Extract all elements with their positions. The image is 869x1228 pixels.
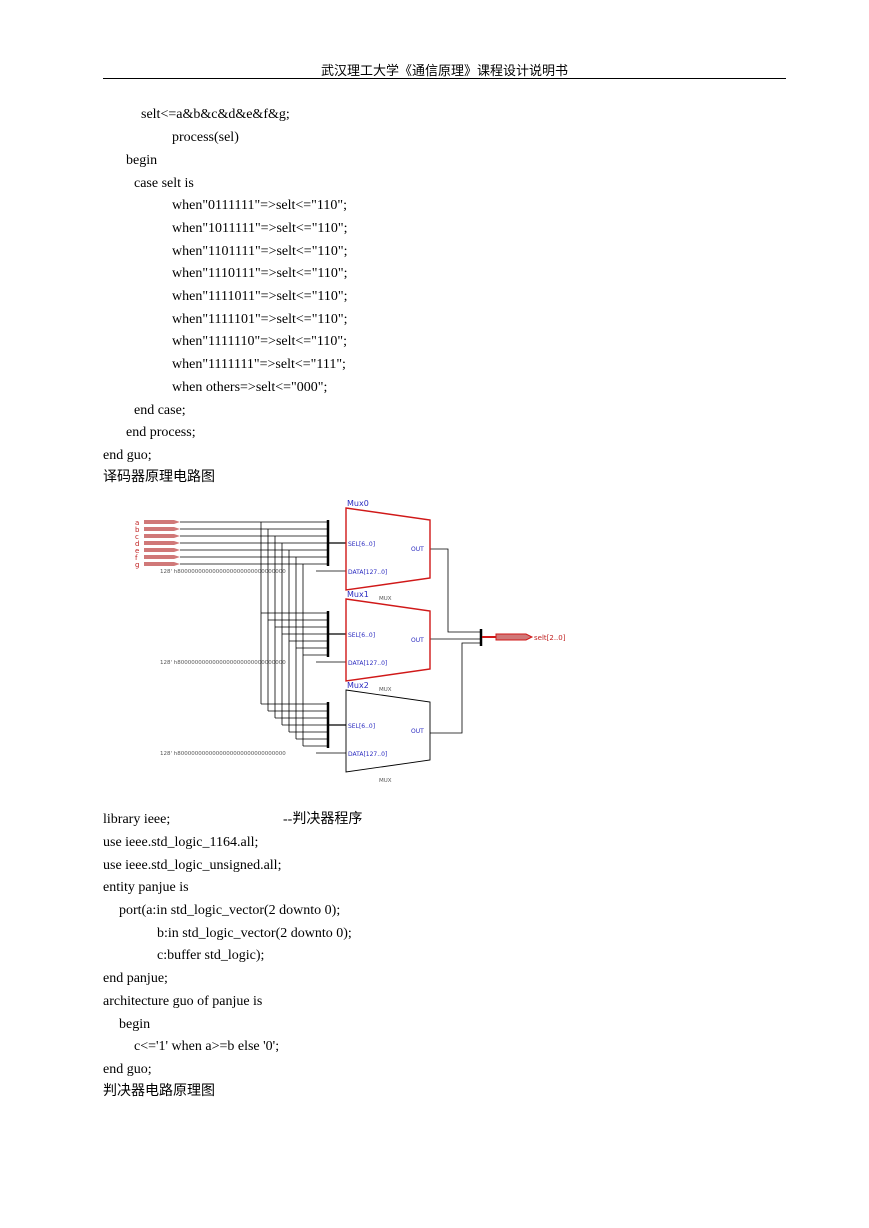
input-label-g: g — [135, 561, 139, 569]
input-label-a: a — [135, 519, 139, 527]
mux0-name: Mux0 — [347, 499, 369, 508]
code-line: c<='1' when a>=b else '0'; — [134, 1039, 280, 1054]
code-line: begin — [119, 1017, 151, 1032]
decoder-schematic: a b c d e f g — [130, 496, 590, 786]
mux2-block: Mux2 SEL[6..0] DATA[127..0] OUT MUX 128'… — [160, 681, 431, 784]
mux0-block: Mux0 SEL[6..0] DATA[127..0] OUT MUX 128'… — [160, 499, 431, 602]
input-pin-f: f — [135, 554, 180, 562]
code-line: when"0111111"=>selt<="110"; — [172, 198, 347, 213]
code-line: port(a:in std_logic_vector(2 downto 0); — [119, 903, 341, 918]
mux1-type: MUX — [379, 687, 392, 693]
code-line: c:buffer std_logic); — [157, 948, 265, 963]
header-rule — [103, 78, 786, 79]
mux1-out: OUT — [411, 637, 424, 644]
code-line: process(sel) — [172, 130, 239, 145]
input-pin-d: d — [135, 540, 180, 548]
mux0-const: 128' h8000000000000000000000000000000 — [160, 569, 286, 575]
mux1-name: Mux1 — [347, 590, 369, 599]
mux2-name: Mux2 — [347, 681, 369, 690]
mux1-data: DATA[127..0] — [348, 660, 387, 667]
code-line: end process; — [126, 425, 196, 440]
input-pin-g: g — [135, 561, 180, 569]
mux0-out: OUT — [411, 546, 424, 553]
code-line: b:in std_logic_vector(2 downto 0); — [157, 926, 352, 941]
code-line: use ieee.std_logic_1164.all; — [103, 835, 259, 850]
input-pin-b: b — [135, 526, 180, 534]
code-line: when"1111011"=>selt<="110"; — [172, 289, 348, 304]
code-line: selt<=a&b&c&d&e&f&g; — [141, 107, 290, 122]
output-label: selt[2..0] — [534, 634, 566, 642]
code-line: use ieee.std_logic_unsigned.all; — [103, 858, 282, 873]
mux2-sel: SEL[6..0] — [348, 723, 375, 730]
input-label-d: d — [135, 540, 139, 548]
code-line: when"1111111"=>selt<="111"; — [172, 357, 346, 372]
code-comment: --判决器程序 — [283, 812, 363, 827]
mux0-sel: SEL[6..0] — [348, 541, 375, 548]
code-line: begin — [126, 153, 158, 168]
input-label-b: b — [135, 526, 140, 534]
code-line: entity panjue is — [103, 880, 189, 895]
output-pin: selt[2..0] — [482, 633, 566, 642]
input-label-e: e — [135, 547, 139, 555]
figure-caption: 译码器原理电路图 — [103, 470, 215, 485]
code-line: when"1111101"=>selt<="110"; — [172, 312, 348, 327]
code-line: end case; — [134, 403, 186, 418]
mux0-data: DATA[127..0] — [348, 569, 387, 576]
decoder-schematic-svg: a b c d e f g — [135, 499, 566, 784]
input-pin-e: e — [135, 547, 180, 555]
mux1-block: Mux1 SEL[6..0] DATA[127..0] OUT MUX 128'… — [160, 590, 431, 693]
input-wires — [180, 520, 483, 754]
code-line: when others=>selt<="000"; — [172, 380, 328, 395]
input-pin-c: c — [135, 533, 180, 541]
code-line: library ieee; — [103, 812, 171, 827]
code-line: architecture guo of panjue is — [103, 994, 263, 1009]
code-line: when"1011111"=>selt<="110"; — [172, 221, 348, 236]
mux1-const: 128' h8000000000000000000000000000000 — [160, 660, 286, 666]
input-label-c: c — [135, 533, 139, 541]
code-line: case selt is — [134, 176, 194, 191]
input-pins: a b c d e f g — [135, 519, 180, 569]
code-line: end panjue; — [103, 971, 168, 986]
code-line: when"1101111"=>selt<="110"; — [172, 244, 348, 259]
mux2-out: OUT — [411, 728, 424, 735]
input-pin-a: a — [135, 519, 180, 527]
code-line: when"1110111"=>selt<="110"; — [172, 266, 348, 281]
figure-caption: 判决器电路原理图 — [103, 1084, 215, 1099]
input-label-f: f — [135, 554, 138, 562]
mux0-type: MUX — [379, 596, 392, 602]
code-line: when"1111110"=>selt<="110"; — [172, 334, 347, 349]
code-line: end guo; — [103, 1062, 152, 1077]
page-header: 武汉理工大学《通信原理》课程设计说明书 — [320, 63, 568, 78]
code-line: end guo; — [103, 448, 152, 463]
mux2-const: 128' h8000000000000000000000000000000 — [160, 751, 286, 757]
mux1-sel: SEL[6..0] — [348, 632, 375, 639]
mux2-data: DATA[127..0] — [348, 751, 387, 758]
mux2-type: MUX — [379, 778, 392, 784]
